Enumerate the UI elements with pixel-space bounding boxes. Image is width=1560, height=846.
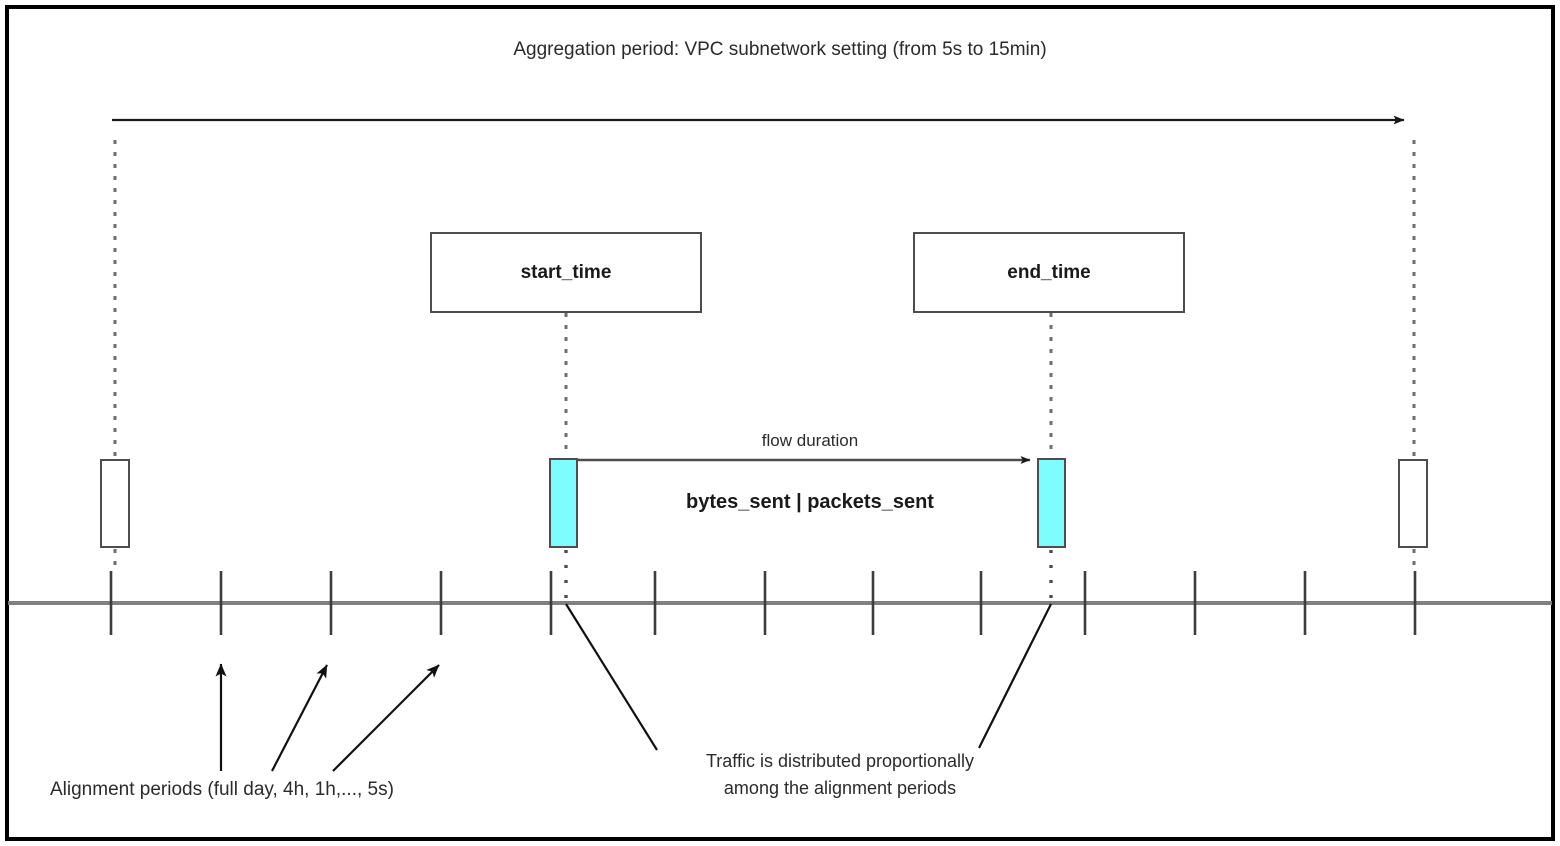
aggregation-end-marker: [1398, 459, 1428, 548]
image-border: [5, 5, 1555, 841]
bytes-packets-label: bytes_sent | packets_sent: [686, 491, 934, 513]
end-time-box[interactable]: end_time: [913, 232, 1185, 313]
start-time-box[interactable]: start_time: [430, 232, 702, 313]
flow-start-marker: [549, 458, 578, 548]
end-time-label: end_time: [1007, 261, 1091, 283]
aggregation-start-marker: [100, 459, 130, 548]
start-time-label: start_time: [520, 261, 612, 283]
flow-end-marker: [1037, 458, 1066, 548]
aggregation-period-title: Aggregation period: VPC subnetwork setti…: [513, 39, 1047, 60]
alignment-periods-label: Alignment periods (full day, 4h, 1h,...,…: [50, 779, 394, 800]
flow-duration-label: flow duration: [761, 431, 859, 450]
traffic-distribution-label: Traffic is distributed proportionally am…: [705, 751, 975, 798]
